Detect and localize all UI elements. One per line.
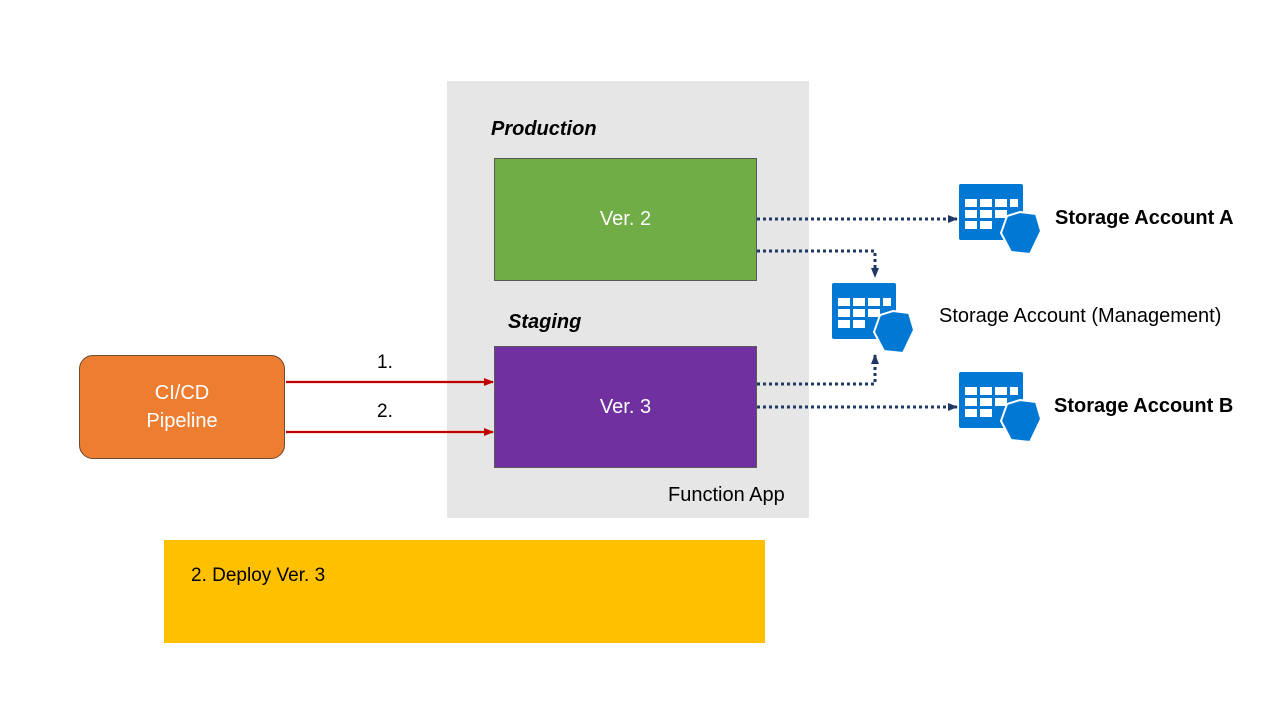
- storage-management-icon: [832, 283, 916, 355]
- storage-a-label: Storage Account A: [1055, 207, 1234, 229]
- production-slot-box[interactable]: Ver. 2: [494, 158, 757, 281]
- pipeline-line2: Pipeline: [146, 410, 218, 432]
- storage-a-icon: [959, 184, 1043, 256]
- storage-b-icon: [959, 372, 1043, 444]
- staging-version: Ver. 3: [599, 395, 652, 418]
- production-to-management-arrow: [757, 249, 879, 278]
- production-slot-label: Production: [491, 118, 597, 140]
- staging-slot-box[interactable]: Ver. 3: [494, 346, 757, 468]
- step-note-box: 2. Deploy Ver. 3: [164, 540, 765, 643]
- function-app-label: Function App: [668, 484, 785, 506]
- staging-slot-label: Staging: [508, 311, 582, 333]
- storage-b-label: Storage Account B: [1054, 395, 1234, 417]
- step-1-label: 1.: [377, 352, 393, 373]
- storage-management-label: Storage Account (Management): [939, 305, 1222, 327]
- step-2-label: 2.: [377, 401, 393, 422]
- production-version: Ver. 2: [599, 208, 652, 230]
- step-note-text: 2. Deploy Ver. 3: [191, 565, 326, 586]
- pipeline-line1: CI/CD: [154, 382, 210, 404]
- staging-to-management-arrow: [757, 354, 879, 386]
- cicd-pipeline-box[interactable]: CI/CD Pipeline: [79, 355, 285, 459]
